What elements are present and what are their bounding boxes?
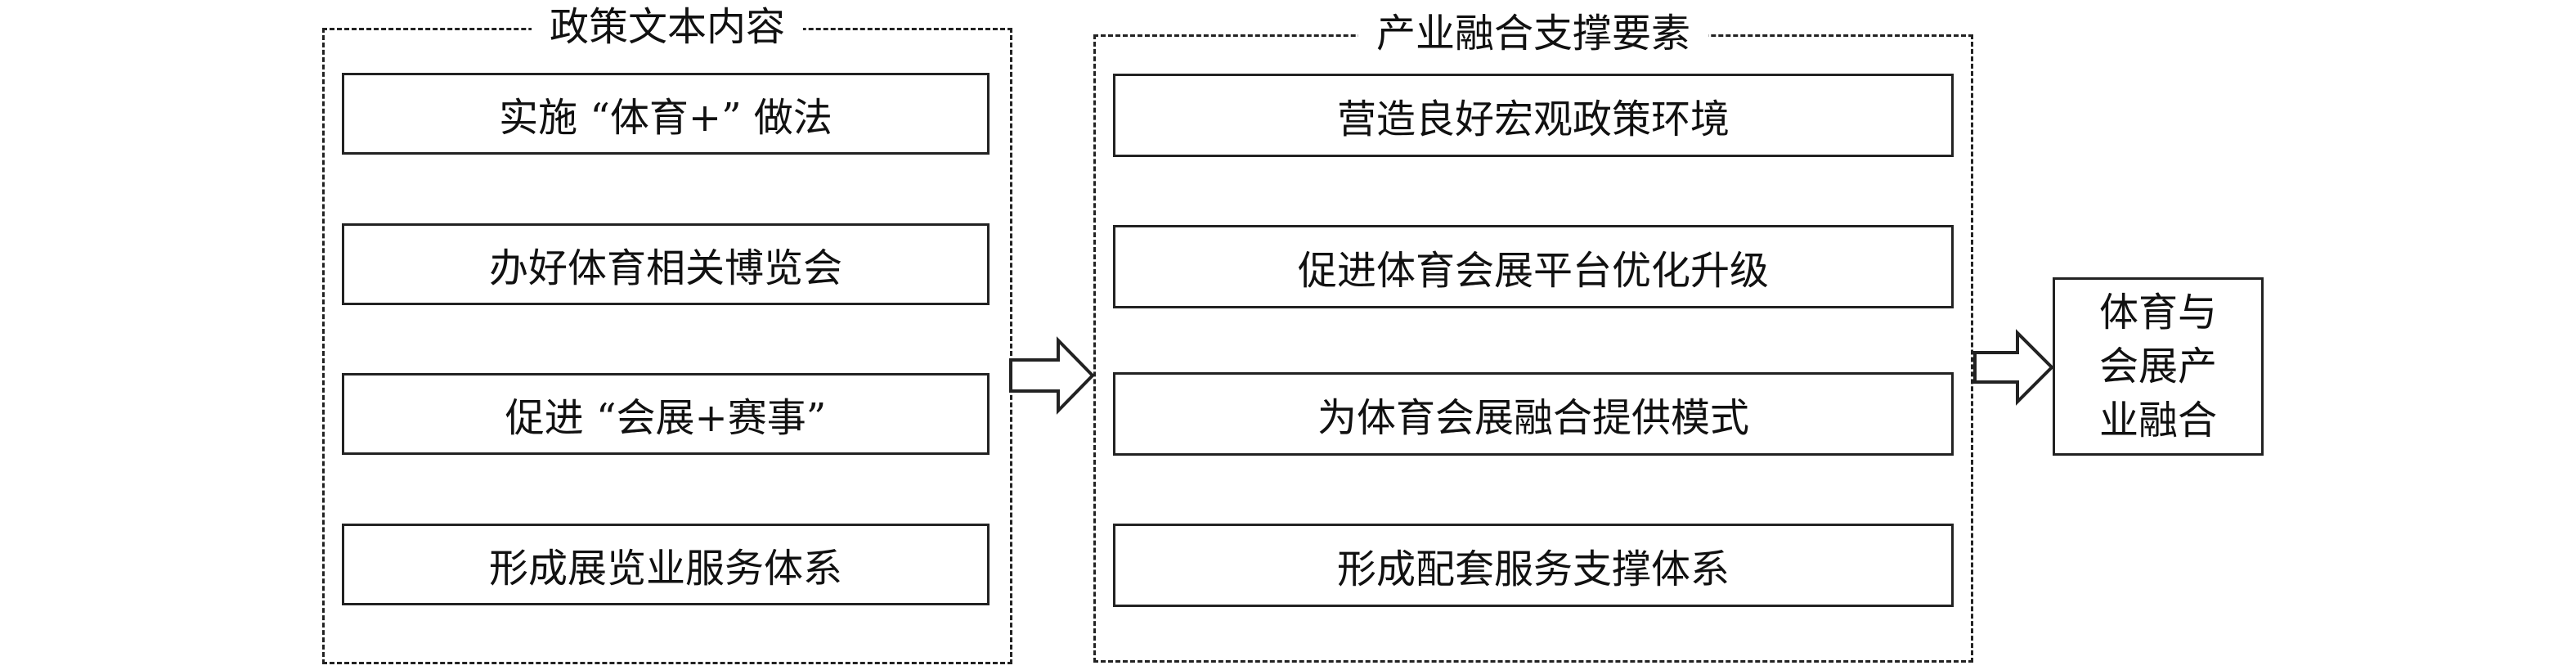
- support-item-policy-environment: 营造良好宏观政策环境: [1113, 74, 1954, 157]
- policy-item-expo: 办好体育相关博览会: [342, 223, 990, 305]
- policy-item-exhibition-events: 促进 “会展+赛事”: [342, 373, 990, 455]
- policy-text-group-title: 政策文本内容: [531, 4, 803, 50]
- flow-arrow-icon: [1973, 329, 2054, 406]
- policy-item-ti-yu-plus: 实施 “体育+” 做法: [342, 73, 990, 155]
- policy-item-service-system: 形成展览业服务体系: [342, 524, 990, 605]
- result-integration-box: 体育与会展产业融合: [2053, 277, 2264, 456]
- support-item-integration-model: 为体育会展融合提供模式: [1113, 372, 1954, 456]
- flow-arrow-icon: [1009, 336, 1095, 415]
- result-integration-label: 体育与会展产业融合: [2098, 290, 2217, 443]
- support-item-platform-upgrade: 促进体育会展平台优化升级: [1113, 225, 1954, 308]
- support-item-service-support: 形成配套服务支撑体系: [1113, 524, 1954, 607]
- support-elements-group-title: 产业融合支撑要素: [1358, 11, 1708, 56]
